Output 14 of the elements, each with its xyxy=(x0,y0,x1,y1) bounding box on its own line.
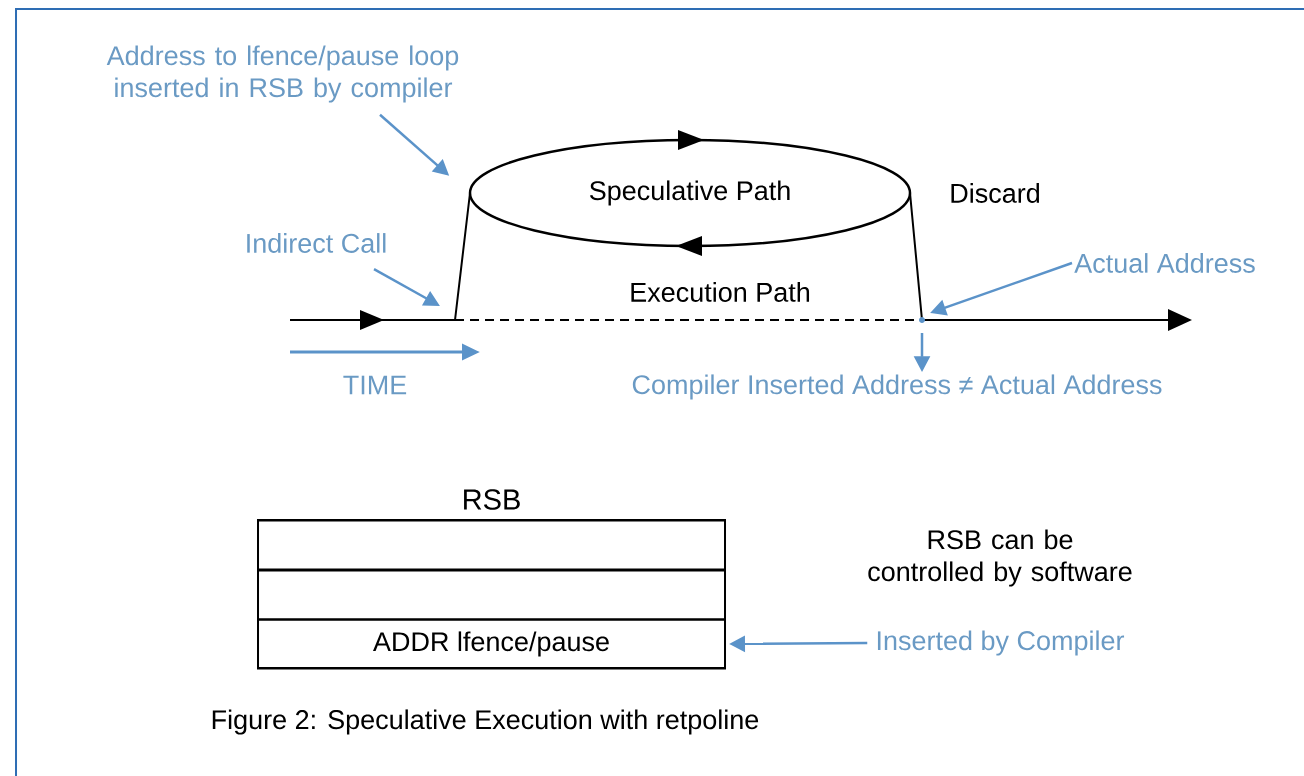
label-text: Execution Path xyxy=(631,282,810,302)
callout-text: Inserted by Compiler xyxy=(877,630,1125,656)
callout-text: Indirect Call xyxy=(247,233,386,253)
figure-caption: Figure 2: Speculative Execution with retpoline xyxy=(212,709,759,735)
callout-text: Actual Address xyxy=(1074,253,1255,273)
empty-row xyxy=(257,519,726,571)
stack-row: ADDR lfence/pause xyxy=(257,618,726,670)
empty-row xyxy=(257,569,726,621)
callout-text: Compiler Inserted Address ≠ Actual Address xyxy=(632,374,1162,400)
label-text: Discard xyxy=(951,183,1039,203)
callout-text: Address to lfence/pause loop inserted in RSB by compiler xyxy=(106,45,459,103)
node-label: RSB xyxy=(464,489,520,510)
label-text: TIME xyxy=(343,375,407,395)
label-text: RSB can be controlled by software xyxy=(868,529,1132,587)
